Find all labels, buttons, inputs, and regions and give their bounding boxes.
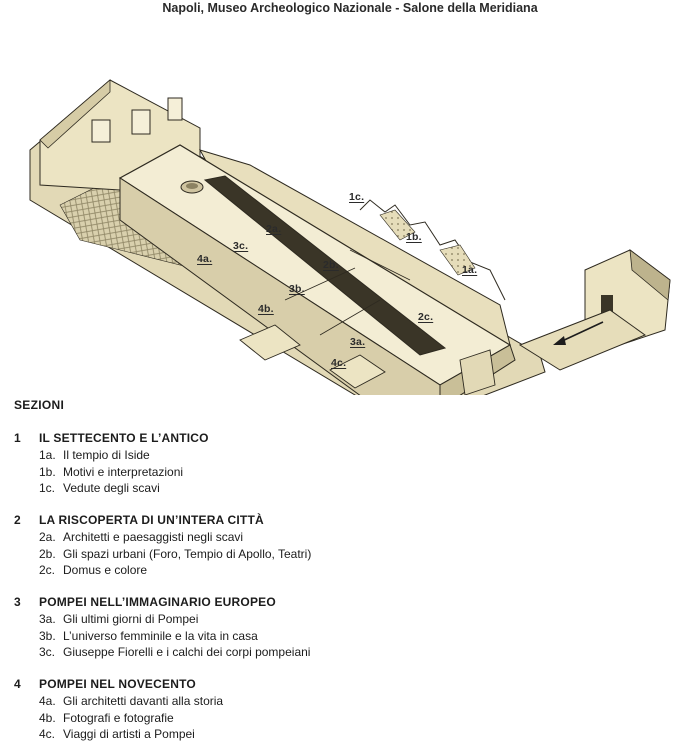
list-item: 4a. Gli architetti davanti alla storia [14,693,674,710]
annex-floor [518,309,647,371]
plan-label-2c: 2c. [418,311,434,323]
list-item: 1c. Vedute degli scavi [14,480,674,497]
item-text: Vedute degli scavi [63,481,160,495]
section-number: 2 [14,513,21,527]
list-item: 4c. Viaggi di artisti a Pompei [14,726,674,743]
list-item: 3c. Giuseppe Fiorelli e i calchi dei corp… [14,644,674,661]
item-code: 4a. [39,694,56,708]
section-4: 4 POMPEI NEL NOVECENTO 4a. Gli architetti … [14,676,674,743]
list-item: 3a. Gli ultimi giorni di Pompei [14,611,674,628]
plan-label-4b: 4b. [258,303,274,315]
plan-label-3c: 3c. [233,240,249,252]
item-text: Giuseppe Fiorelli e i calchi dei corpi p… [63,645,311,659]
list-item: 2a. Architetti e paesaggisti negli scavi [14,529,674,546]
item-code: 3c. [39,645,56,659]
section-number: 3 [14,595,21,609]
sections-heading: SEZIONI [14,398,65,412]
item-text: Motivi e interpretazioni [63,464,184,479]
section-1: 1 IL SETTECENTO E L’ANTICO 1a. Il tempio d… [14,430,674,497]
section-title: POMPEI NELL’IMMAGINARIO EUROPEO [39,595,276,609]
item-code: 1c. [39,481,56,495]
window-icon [91,119,111,143]
plan-label-1b: 1b. [406,231,422,243]
plan-label-1a: 1a. [462,264,478,276]
item-text: L’universo femminile e la vita in casa [63,628,258,643]
list-item: 4b. Fotografi e fotografie [14,710,674,727]
item-text: Gli architetti davanti alla storia [63,694,224,708]
section-3: 3 POMPEI NELL’IMMAGINARIO EUROPEO 3a. Gli … [14,594,674,661]
item-text: Architetti e paesaggisti negli scavi [63,530,244,544]
section-number: 4 [14,677,21,691]
section-number: 1 [14,431,21,445]
item-code: 3b. [39,628,56,643]
item-code: 3a. [39,612,56,626]
plan-label-4a: 4a. [197,253,213,265]
item-code: 1a. [39,448,56,462]
item-text: Viaggi di artisti a Pompei [63,727,195,741]
item-code: 4b. [39,710,56,725]
central-gallery-cut [203,175,447,356]
plan-label-2b: 2b. [323,259,339,271]
item-text: Domus e colore [63,563,148,577]
page-title: Napoli, Museo Archeologico Nazionale - S… [162,1,538,15]
item-code: 2b. [39,546,56,561]
list-item: 2c. Domus e colore [14,562,674,579]
floor-plan-diagram [29,79,671,395]
item-code: 4c. [39,727,56,741]
window-icon [131,109,151,135]
main-hall-front-wall [119,177,441,395]
item-code: 2c. [39,563,56,577]
section-title: IL SETTECENTO E L’ANTICO [39,431,209,445]
plan-label-3b: 3b. [289,283,305,295]
plan-label-2a: 2a. [266,223,282,235]
list-item: 2b. Gli spazi urbani (Foro, Tempio di Apo… [14,546,674,563]
plan-label-4c: 4c. [331,357,347,369]
item-text: Gli ultimi giorni di Pompei [63,612,199,626]
section-title: POMPEI NEL NOVECENTO [39,677,196,691]
item-text: Fotografi e fotografie [63,710,174,725]
item-code: 1b. [39,464,56,479]
section-2: 2 LA RISCOPERTA DI UN’INTERA CITTÀ 2a. Arc… [14,512,674,579]
list-item: 1a. Il tempio di Iside [14,447,674,464]
door-icon [601,295,613,313]
item-code: 2a. [39,530,56,544]
list-item: 3b. L’universo femminile e la vita in cas… [14,628,674,645]
item-text: Gli spazi urbani (Foro, Tempio di Apollo… [63,546,312,561]
plan-label-1c: 1c. [349,191,365,203]
section-title: LA RISCOPERTA DI UN’INTERA CITTÀ [39,513,264,527]
list-item: 1b. Motivi e interpretazioni [14,464,674,481]
item-text: Il tempio di Iside [63,448,150,462]
plan-label-3a: 3a. [350,336,366,348]
direction-arrow-icon [559,321,604,343]
